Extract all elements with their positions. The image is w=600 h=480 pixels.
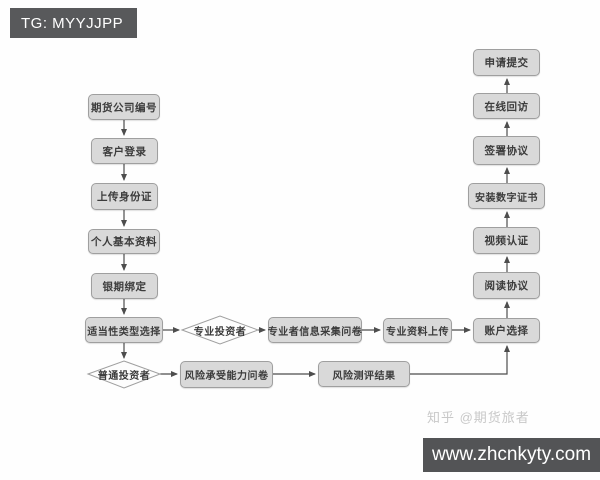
node-personal-basic-info: 个人基本资料 [88,229,160,254]
node-read-agreement: 阅读协议 [473,272,540,299]
node-professional-material-upload: 专业资料上传 [383,318,452,343]
node-sign-agreement: 签署协议 [473,136,540,165]
website-url-banner: www.zhcnkyty.com [423,438,600,472]
node-professional-info-questionnaire: 专业者信息采集问卷 [268,317,362,343]
node-application-submit: 申请提交 [473,49,540,76]
node-futures-company-code: 期货公司编号 [88,94,160,120]
node-online-return-visit: 在线回访 [473,93,540,119]
diamond-professional-investor [180,315,260,345]
zhihu-watermark: 知乎 @期货旅者 [427,410,530,425]
node-risk-tolerance-questionnaire: 风险承受能力问卷 [180,361,273,388]
node-suitability-type-selection: 适当性类型选择 [85,317,163,343]
node-install-digital-certificate: 安装数字证书 [468,183,545,209]
node-customer-login: 客户登录 [91,138,158,164]
label-ordinary-investor: 普通投资者 [97,370,151,382]
diamond-ordinary-investor [86,360,162,389]
label-professional-investor: 专业投资者 [193,326,247,338]
node-risk-assessment-result: 风险测评结果 [318,361,410,387]
node-upload-id-card: 上传身份证 [91,183,158,210]
node-account-selection: 账户选择 [473,318,540,343]
connector-elbow-up [410,345,510,375]
node-video-authentication: 视频认证 [473,227,540,254]
telegram-contact-banner: TG: MYYJJPP [10,8,137,38]
node-bank-futures-binding: 银期绑定 [91,273,158,299]
